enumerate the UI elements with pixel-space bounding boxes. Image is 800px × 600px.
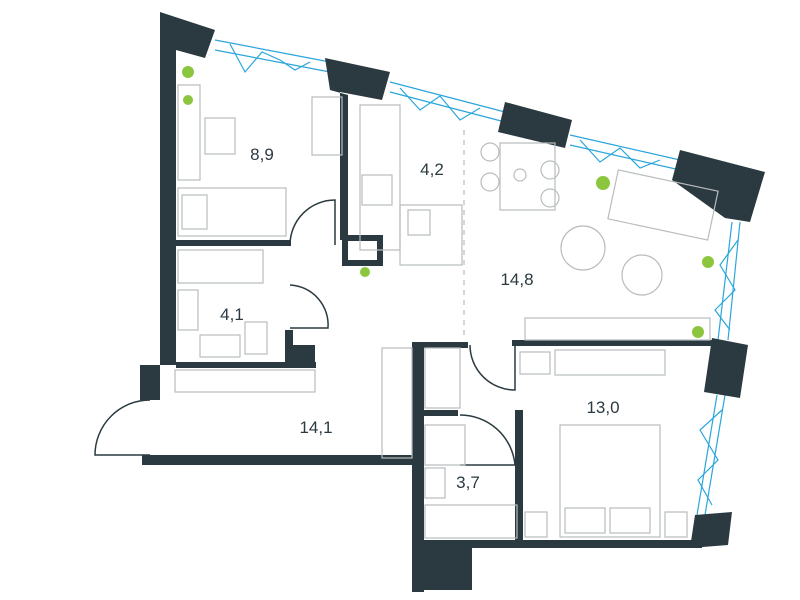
room-area-bedroom-small: 8,9 <box>250 145 274 164</box>
room-area-bathroom: 4,1 <box>220 305 244 324</box>
doors <box>94 199 516 466</box>
room-area-bathroom-2: 3,7 <box>456 473 480 492</box>
room-area-bedroom-master: 13,0 <box>586 398 620 417</box>
furniture <box>174 84 719 539</box>
room-area-living-room: 14,8 <box>500 270 534 289</box>
room-area-hallway: 14,1 <box>299 418 333 437</box>
walls <box>140 12 765 592</box>
windows <box>214 39 741 516</box>
room-area-kitchen: 4,2 <box>420 160 444 179</box>
plants <box>182 66 714 338</box>
